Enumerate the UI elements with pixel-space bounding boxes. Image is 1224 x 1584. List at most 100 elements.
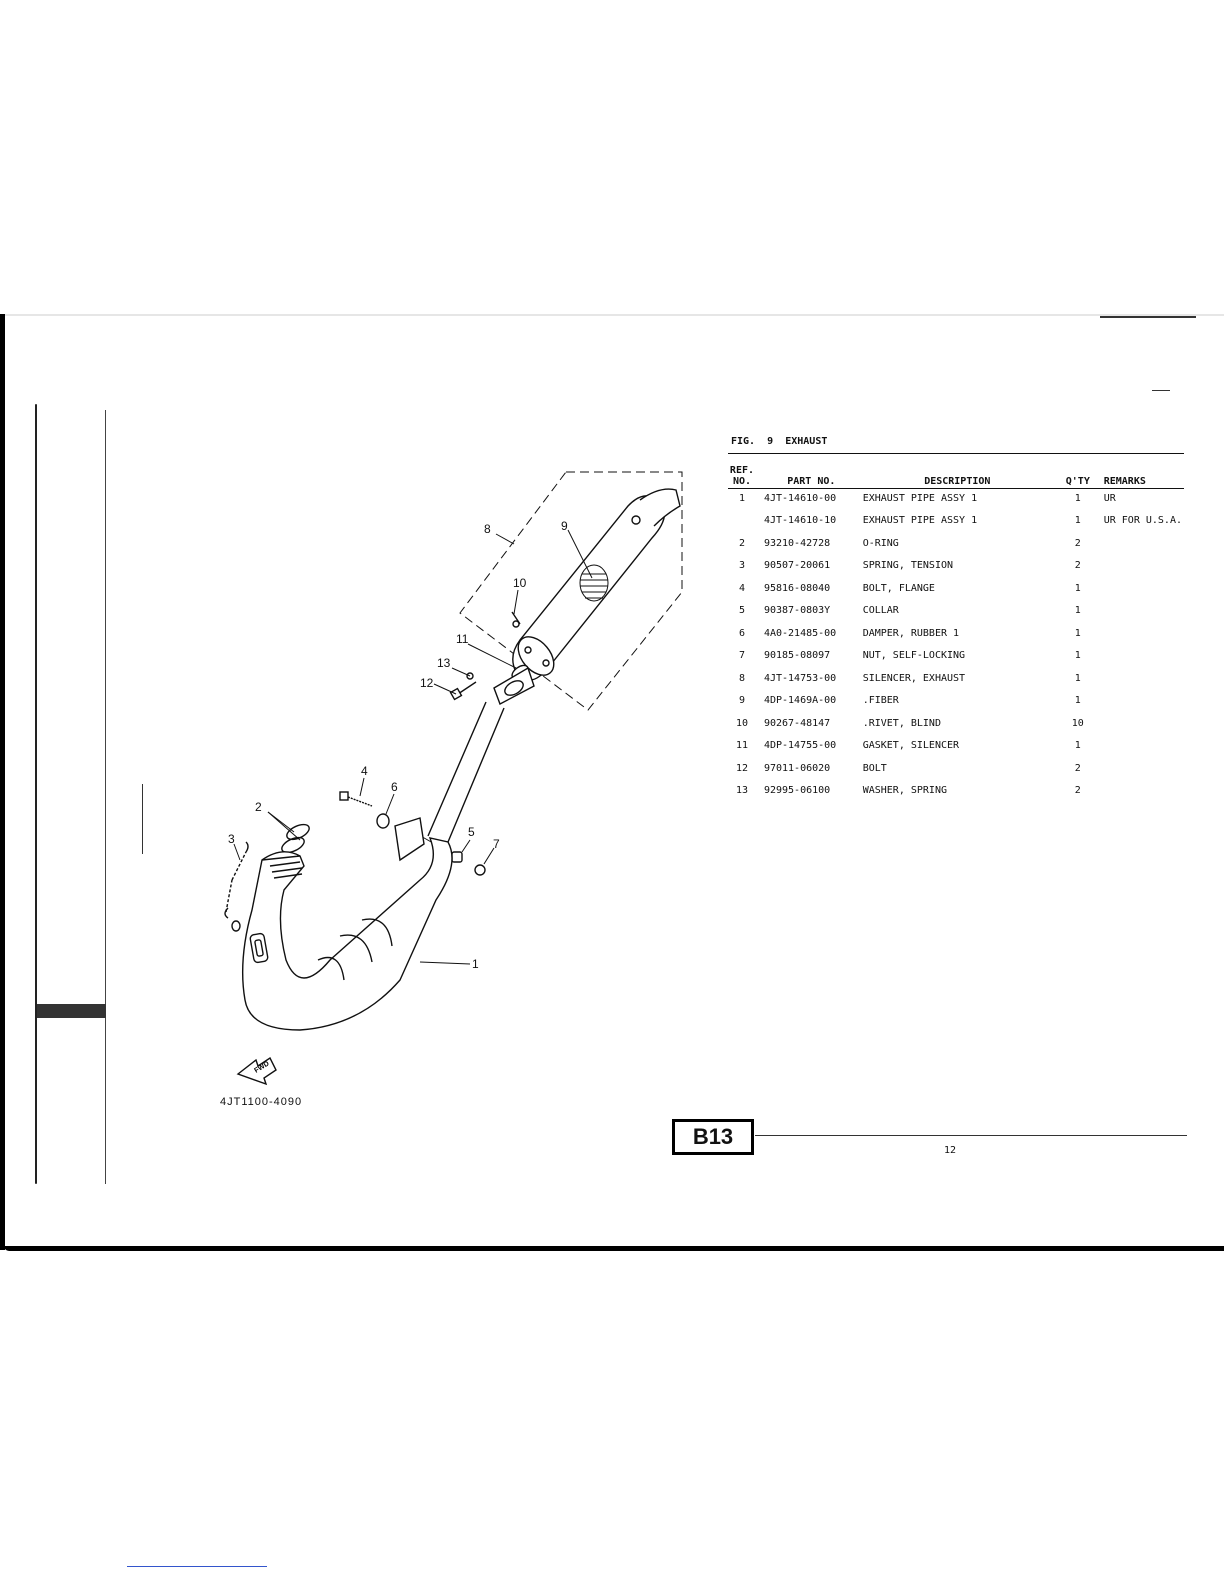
cell-qty: 1 <box>1074 582 1081 594</box>
mid-pipe <box>427 701 505 843</box>
cell-ref: 10 <box>735 717 748 729</box>
cell-ref: 1 <box>738 492 745 504</box>
cell-ref <box>726 510 758 533</box>
cell-ref: 3 <box>738 560 745 572</box>
footer-rule <box>755 1135 1187 1136</box>
cell-description: .RIVET, BLIND <box>862 717 941 729</box>
cell-part-no: 4JT-14753-00 <box>763 672 837 684</box>
cell-remarks <box>1102 712 1184 735</box>
callout-8: 8 <box>484 522 491 536</box>
cell-remarks <box>1102 532 1184 555</box>
cell-description: GASKET, SILENCER <box>862 740 960 752</box>
cell-part-no: 90185-08097 <box>763 650 831 662</box>
cell-ref: 9 <box>738 695 745 707</box>
cell-qty: 1 <box>1074 672 1081 684</box>
header-ref-line1: REF. <box>729 465 755 476</box>
cell-description: EXHAUST PIPE ASSY 1 <box>862 492 978 504</box>
cell-part-no: 90387-0803Y <box>763 605 831 617</box>
cell-description: WASHER, SPRING <box>862 785 947 797</box>
cell-qty: 2 <box>1074 537 1081 549</box>
cell-remarks <box>1102 690 1184 713</box>
cell-remarks <box>1102 600 1184 623</box>
cell-description: .FIBER <box>862 695 899 707</box>
figure-title: FIG. 9 EXHAUST <box>731 436 827 447</box>
cell-qty: 10 <box>1071 717 1084 729</box>
page-number: 12 <box>944 1145 957 1156</box>
cell-ref: 8 <box>738 672 745 684</box>
header-qty: Q'TY <box>1065 476 1090 487</box>
cell-part-no: 4JT-14610-10 <box>763 515 837 527</box>
rivet <box>511 611 521 628</box>
cell-ref: 6 <box>738 627 745 639</box>
cell-remarks: UR FOR U.S.A. <box>1103 515 1182 527</box>
cell-remarks <box>1102 645 1184 668</box>
cell-description: SPRING, TENSION <box>862 560 954 572</box>
cell-part-no: 90267-48147 <box>763 717 831 729</box>
table-row: 10 90267-48147 .RIVET, BLIND 10 <box>726 712 1184 735</box>
cell-ref: 7 <box>738 650 745 662</box>
parts-table: REF.NO. PART NO. DESCRIPTION Q'TY REMARK… <box>726 457 1184 802</box>
cell-qty: 1 <box>1074 695 1081 707</box>
cell-qty: 1 <box>1074 627 1081 639</box>
cell-ref: 5 <box>738 605 745 617</box>
table-row: 3 90507-20061 SPRING, TENSION 2 <box>726 555 1184 578</box>
cell-ref: 12 <box>735 762 748 774</box>
header-description: DESCRIPTION <box>924 476 991 487</box>
table-top-rule <box>728 453 1184 454</box>
cell-qty: 2 <box>1074 560 1081 572</box>
cell-remarks <box>1102 735 1184 758</box>
callout-3: 3 <box>228 832 235 846</box>
callout-1: 1 <box>472 957 479 971</box>
callout-12: 12 <box>420 676 434 690</box>
cell-part-no: 4JT-14610-00 <box>763 492 837 504</box>
scan-mark <box>1152 390 1170 391</box>
cell-part-no: 4DP-14755-00 <box>763 740 837 752</box>
cell-qty: 1 <box>1074 605 1081 617</box>
cell-part-no: 90507-20061 <box>763 560 831 572</box>
callout-5: 5 <box>468 825 475 839</box>
table-row: 5 90387-0803Y COLLAR 1 <box>726 600 1184 623</box>
table-header-rule <box>728 488 1184 489</box>
binder-edge-line <box>35 404 37 1184</box>
header-part-no: PART NO. <box>787 476 836 487</box>
callout-11: 11 <box>456 632 469 646</box>
cell-part-no: 93210-42728 <box>763 537 831 549</box>
page-left-edge <box>0 314 5 1250</box>
cell-part-no: 4DP-1469A-00 <box>763 695 837 707</box>
binder-tab-mark <box>37 1004 106 1018</box>
callout-4: 4 <box>361 764 368 778</box>
callout-7: 7 <box>493 837 500 851</box>
cell-remarks <box>1102 577 1184 600</box>
silencer-group-outline <box>459 471 683 711</box>
figure-name: EXHAUST <box>785 436 828 447</box>
scan-mark <box>1100 316 1196 318</box>
figure-number: 9 <box>767 436 774 447</box>
table-row: 8 4JT-14753-00 SILENCER, EXHAUST 1 <box>726 667 1184 690</box>
cell-ref: 13 <box>735 785 748 797</box>
scan-mark <box>142 784 143 854</box>
figure-label: FIG. <box>731 436 756 447</box>
cell-description: SILENCER, EXHAUST <box>862 672 966 684</box>
exhaust-pipe-body <box>231 817 453 1031</box>
cell-ref: 11 <box>735 740 748 752</box>
cell-part-no: 92995-06100 <box>763 785 831 797</box>
cell-description: COLLAR <box>862 605 899 617</box>
table-row: 13 92995-06100 WASHER, SPRING 2 <box>726 780 1184 803</box>
cell-ref: 4 <box>738 582 745 594</box>
table-header-row: REF.NO. PART NO. DESCRIPTION Q'TY REMARK… <box>726 457 1184 487</box>
cell-qty: 2 <box>1074 785 1081 797</box>
bottom-underline <box>127 1566 267 1567</box>
cell-description: O-RING <box>862 537 899 549</box>
page-bottom-edge <box>4 1246 1224 1251</box>
callout-leaders <box>233 529 593 965</box>
callout-10: 10 <box>513 576 527 590</box>
cell-qty: 2 <box>1074 762 1081 774</box>
